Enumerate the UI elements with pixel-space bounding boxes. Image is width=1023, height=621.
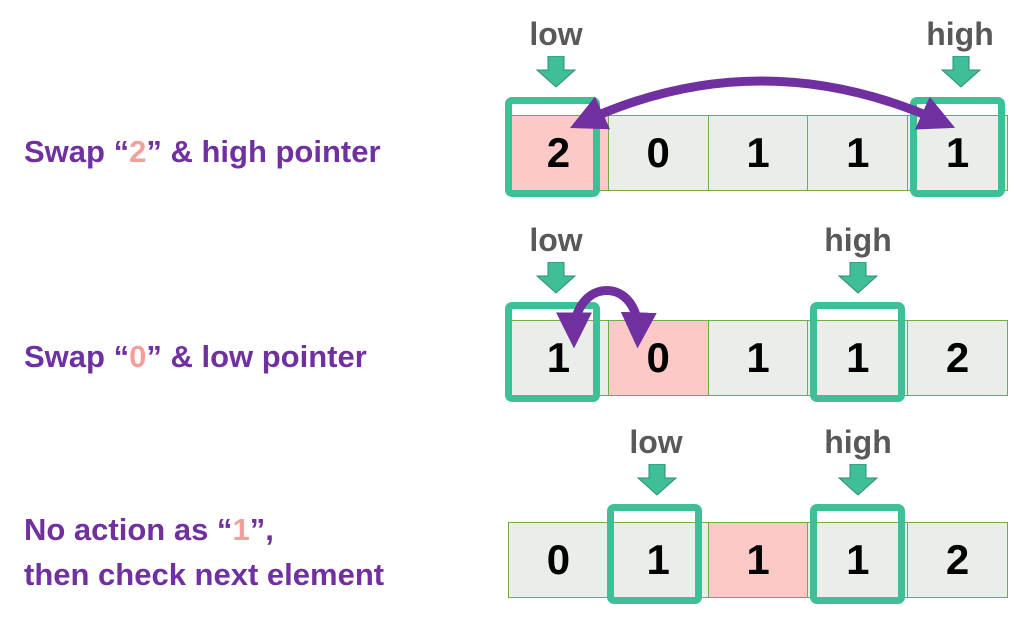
row3-high-label: high (824, 424, 892, 460)
row2-cell: 1 (808, 321, 909, 395)
row3-label-highlight: 1 (232, 512, 250, 547)
row3-label: No action as “1”, then check next elemen… (24, 508, 384, 598)
row2-low-pointer-box (505, 302, 600, 402)
row2-label-highlight: 0 (129, 339, 147, 374)
row1-label: Swap “2” & high pointer (24, 130, 381, 175)
row3-cell: 2 (908, 523, 1007, 597)
row2-low-down-arrow-icon (536, 262, 576, 294)
row1-high-down-arrow-icon (941, 56, 981, 88)
row2-label-after: ” & low pointer (146, 339, 367, 374)
row3-label-line1-before: No action as “ (24, 512, 233, 547)
row1-low-down-arrow-icon (536, 56, 576, 88)
row2-label: Swap “0” & low pointer (24, 335, 367, 380)
row2-high-down-arrow-icon (838, 262, 878, 294)
row1-label-after: ” & high pointer (146, 134, 381, 169)
row2-high-pointer-box (810, 302, 905, 402)
row3-low-label: low (629, 424, 683, 460)
row3-cell: 0 (509, 523, 609, 597)
row1-label-before: Swap “ (24, 134, 130, 169)
row3-cell: 1 (708, 523, 809, 597)
row3-low-down-arrow-icon (637, 464, 677, 496)
row2-high-label: high (824, 222, 892, 258)
row3-label-line2: then check next element (24, 556, 385, 592)
row3-high-pointer-box (810, 504, 905, 604)
row3-label-line1-after: ”, (249, 512, 274, 547)
row2-cell: 2 (908, 321, 1007, 395)
row2-low-label: low (529, 222, 583, 258)
row3-high-down-arrow-icon (838, 464, 878, 496)
row1-high-label: high (926, 16, 994, 52)
row2-swap-arrow-icon (556, 286, 657, 349)
row2-label-before: Swap “ (24, 339, 130, 374)
row1-low-pointer-box (505, 97, 600, 197)
row3-low-pointer-box (607, 504, 702, 604)
row1-swap-arrow-icon (569, 76, 956, 130)
row2-cell: 1 (708, 321, 809, 395)
row3-label-line1: No action as “1”, (24, 508, 384, 553)
row1-high-pointer-box (910, 97, 1005, 197)
row1-label-highlight: 2 (129, 134, 147, 169)
row3-array: 0 1 1 1 2 (508, 522, 1008, 598)
row1-low-label: low (529, 16, 583, 52)
row3-cell: 1 (608, 523, 709, 597)
row3-cell: 1 (808, 523, 909, 597)
